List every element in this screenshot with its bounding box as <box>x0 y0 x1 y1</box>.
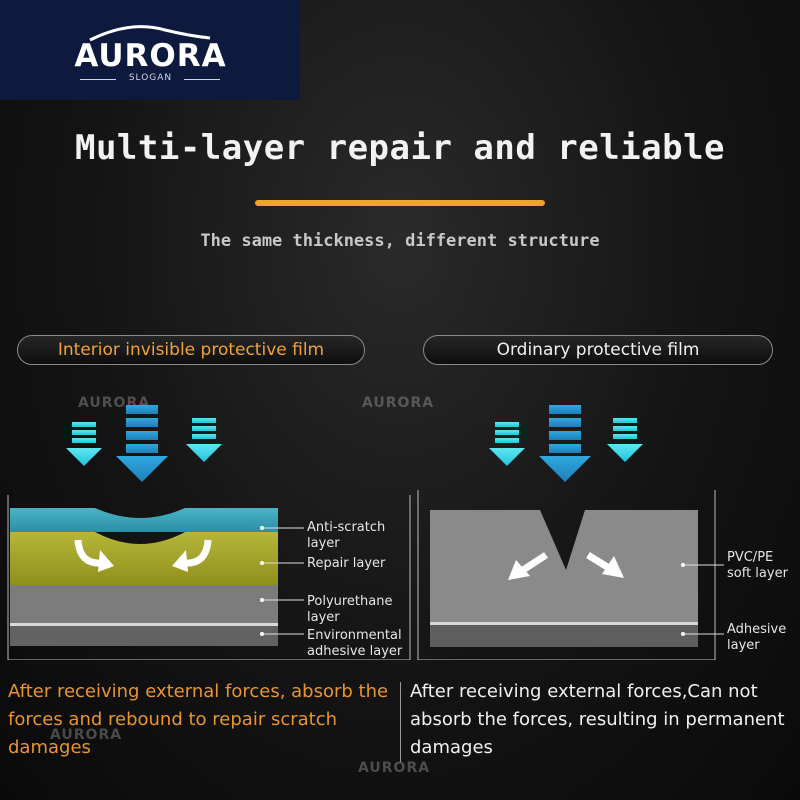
environmental-adhesive-layer <box>10 626 278 646</box>
adhesive-layer <box>430 625 698 647</box>
watermark: AURORA <box>362 395 435 411</box>
pill-interior-film: Interior invisible protective film <box>17 335 365 365</box>
label-anti-scratch-layer: Anti-scratch layer <box>307 520 386 551</box>
outward-arrow-icon <box>586 552 624 578</box>
watermark: AURORA <box>358 760 431 776</box>
label-repair-layer: Repair layer <box>307 556 386 571</box>
force-arrow-left-small <box>66 422 102 466</box>
label-environmental-adhesive-layer: Environmental adhesive layer <box>307 628 403 659</box>
page-title: Multi-layer repair and reliable <box>74 128 726 168</box>
brand-logo: AURORA SLOGAN <box>0 0 300 100</box>
rebound-arrow-icon <box>74 539 114 572</box>
rebound-arrow-icon <box>172 539 212 572</box>
pvc-pe-soft-layer <box>430 510 698 622</box>
page-subtitle: The same thickness, different structure <box>200 231 600 251</box>
film-diagram <box>7 405 724 660</box>
description-divider <box>400 682 401 762</box>
right-description: After receiving external forces,Can not … <box>410 681 785 758</box>
force-arrow-left-small-2 <box>186 418 222 462</box>
watermark: AURORA <box>50 727 123 743</box>
logo-rule-left <box>80 79 116 80</box>
logo-slogan: SLOGAN <box>128 73 173 83</box>
force-arrow-left-large <box>116 405 168 482</box>
logo-swoosh-icon <box>89 25 211 42</box>
polyurethane-layer <box>10 585 278 623</box>
logo-brand-text: AURORA <box>74 38 227 74</box>
pill-ordinary-film: Ordinary protective film <box>423 335 773 365</box>
label-pvc-pe-soft-layer: PVC/PE soft layer <box>727 550 788 581</box>
accent-bar <box>255 200 545 206</box>
label-adhesive-layer: Adhesive layer <box>727 622 787 653</box>
anti-scratch-layer <box>10 508 278 532</box>
force-arrow-right-small <box>489 422 525 466</box>
label-polyurethane-layer: Polyurethane layer <box>307 594 393 625</box>
outward-arrow-icon <box>508 552 548 580</box>
left-description: After receiving external forces, absorb … <box>8 681 389 758</box>
logo-rule-right <box>184 79 220 80</box>
force-arrow-right-large <box>539 405 591 482</box>
force-arrow-right-small-2 <box>607 418 643 462</box>
